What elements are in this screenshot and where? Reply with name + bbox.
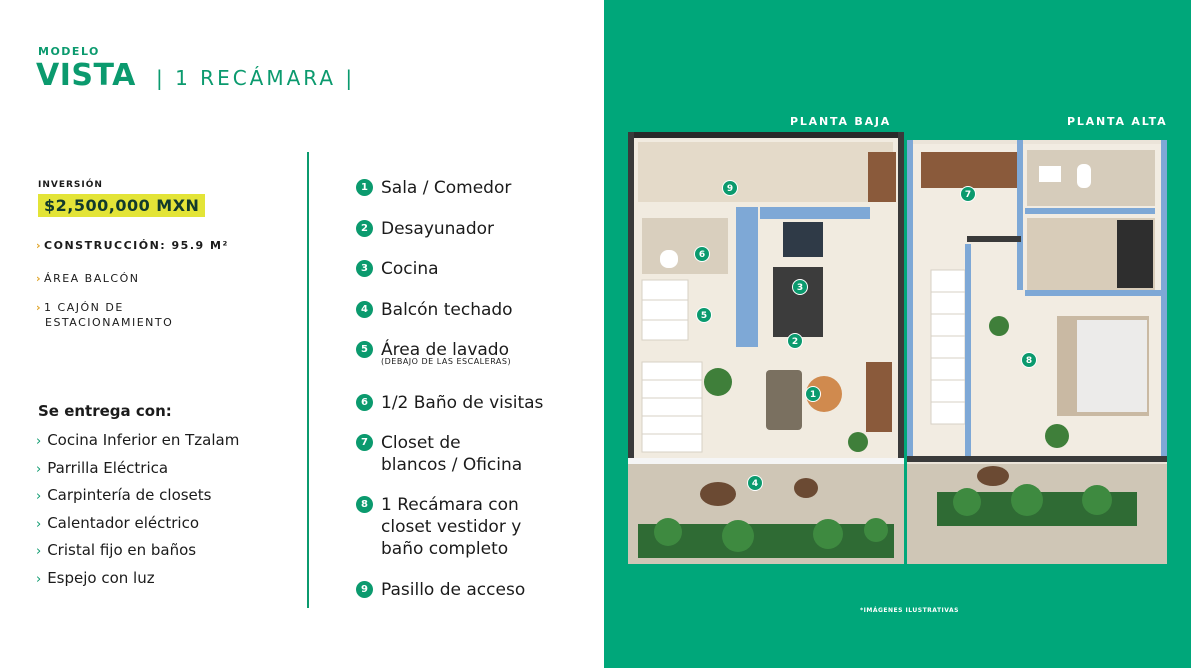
marker-4: 4 [747,475,763,491]
include-item: ›Espejo con luz [36,569,155,587]
marker-3: 3 [792,279,808,295]
investment-label: INVERSIÓN [38,180,103,190]
chevron-right-icon: › [36,434,42,449]
includes-title: Se entrega con: [38,402,172,420]
ground-floor-label: PLANTA BAJA [790,115,892,128]
include-item: ›Calentador eléctrico [36,514,199,532]
upper-floor-plan [907,140,1167,564]
marker-5: 5 [696,307,712,323]
chevron-right-icon: › [36,572,42,587]
info-panel: MODELO VISTA | 1 RECÁMARA | INVERSIÓN $2… [36,45,544,608]
model-label: MODELO [38,45,100,58]
marker-9: 9 [722,180,738,196]
spec-balcony: ›ÁREA BALCÓN [36,272,140,285]
marker-2: 2 [787,333,803,349]
model-name: VISTA [36,58,136,93]
floorplan-panel: PLANTA BAJA PLANTA ALTA [604,0,1191,668]
include-item: ›Carpintería de closets [36,486,212,504]
disclaimer: *IMÁGENES ILUSTRATIVAS [860,607,959,614]
upper-floor-label: PLANTA ALTA [1067,115,1168,128]
model-subtitle: | 1 RECÁMARA | [156,66,356,90]
divider [307,152,309,608]
chevron-right-icon: › [36,301,43,314]
ground-floor-plan [628,132,904,564]
chevron-right-icon: › [36,544,42,559]
price-badge: $2,500,000 MXN [38,194,206,217]
chevron-right-icon: › [36,239,43,252]
marker-7: 7 [960,186,976,202]
chevron-right-icon: › [36,517,42,532]
chevron-right-icon: › [36,489,42,504]
marker-1: 1 [805,386,821,402]
marker-8: 8 [1021,352,1037,368]
spec-construction: ›CONSTRUCCIÓN: 95.9 M² [36,239,229,252]
include-item: ›Cocina Inferior en Tzalam [36,431,240,449]
marker-6: 6 [694,246,710,262]
chevron-right-icon: › [36,462,42,477]
chevron-right-icon: › [36,272,43,285]
include-item: ›Cristal fijo en baños [36,541,197,559]
include-item: ›Parrilla Eléctrica [36,459,169,477]
